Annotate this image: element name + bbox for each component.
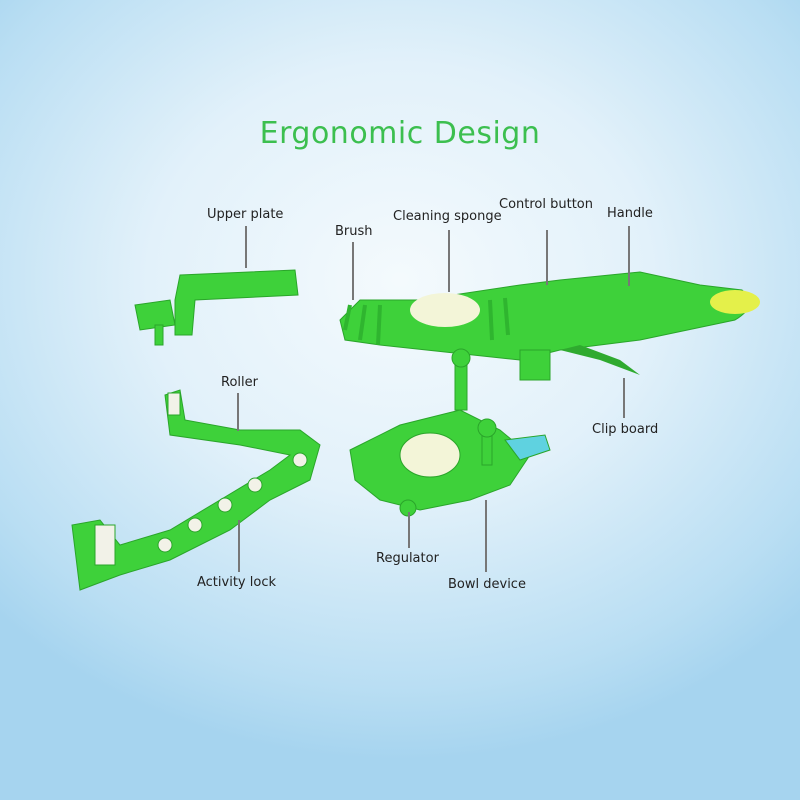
label-bowl-device: Bowl device [448,577,526,592]
label-handle: Handle [607,206,653,221]
bowl-device-leader [485,500,487,572]
label-activity-lock: Activity lock [197,575,276,590]
bowl-device-part [349,348,551,517]
label-brush: Brush [335,224,373,239]
label-control-button: Control button [499,197,594,212]
brush-handle-part [339,271,760,381]
upper-plate-part [134,269,299,346]
roller-chain-part [71,389,321,591]
handle-leader [628,226,630,286]
label-cleaning-sponge: Cleaning sponge [393,209,502,224]
brush-leader [352,242,354,300]
cleaning-sponge-leader [448,230,450,292]
activity-lock-leader [238,520,240,572]
upper-plate-leader [245,226,247,268]
regulator-leader [408,512,410,548]
label-clip-board: Clip board [592,422,659,437]
label-regulator: Regulator [376,551,439,566]
roller-leader [237,393,239,431]
clip-board-leader [623,378,625,418]
label-roller: Roller [221,375,258,390]
label-upper-plate: Upper plate [207,207,284,222]
control-button-leader [546,230,548,285]
page-title: Ergonomic Design [259,116,541,151]
